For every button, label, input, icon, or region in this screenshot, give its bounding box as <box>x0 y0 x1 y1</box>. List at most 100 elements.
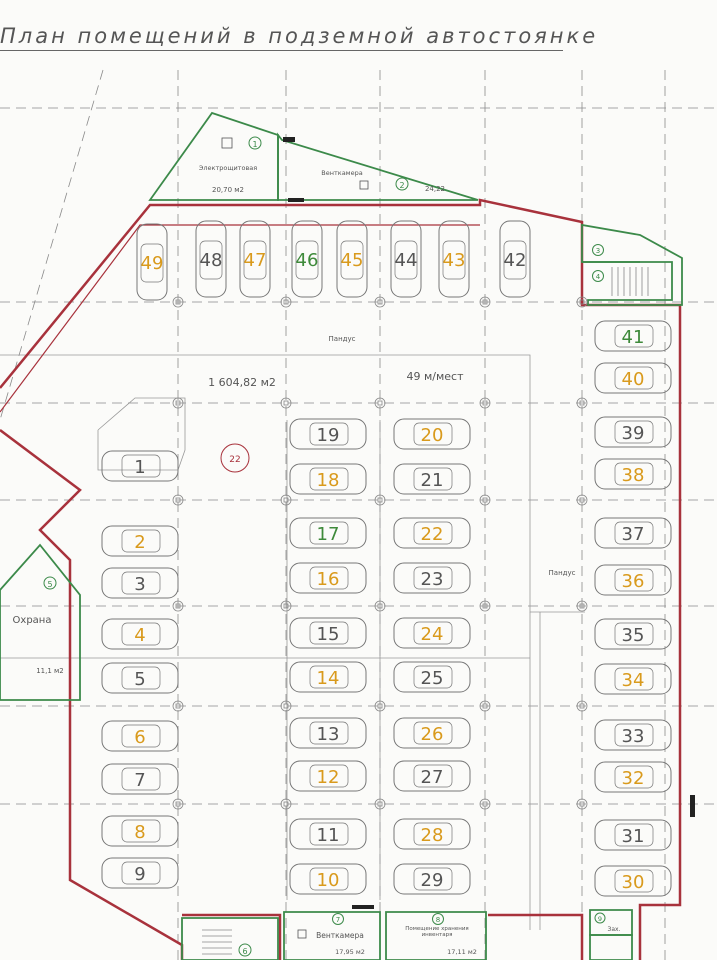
parking-space: 16 <box>289 562 367 594</box>
parking-space: 7 <box>101 763 179 795</box>
parking-space: 23 <box>393 562 471 594</box>
car-cabin <box>413 422 453 446</box>
column-core <box>283 801 289 807</box>
column-core <box>482 703 488 709</box>
plan-title: План помещений в подземной автостоянке <box>0 24 599 48</box>
parking-space-number: 13 <box>317 724 340 745</box>
car-outline <box>594 719 672 751</box>
car-outline <box>393 562 471 594</box>
room-8-area: 17,11 м2 <box>447 948 477 956</box>
column-marker <box>280 798 292 810</box>
column-core <box>377 801 383 807</box>
parking-space: 20 <box>393 418 471 450</box>
column-marker <box>374 494 386 506</box>
car-cabin <box>413 566 453 590</box>
car-cabin <box>413 521 453 545</box>
car-outline <box>393 760 471 792</box>
parking-space-number: 37 <box>622 524 645 545</box>
parking-space: 48 <box>195 220 227 298</box>
column-core <box>377 603 383 609</box>
room-labels: 1 Электрощитовая 20,70 м2 2 Венткамера 2… <box>13 136 621 957</box>
stairs <box>202 267 649 955</box>
parking-space-number: 45 <box>341 250 364 271</box>
parking-space: 42 <box>499 220 531 298</box>
car-outline <box>594 618 672 650</box>
column-core <box>175 400 181 406</box>
car-cabin <box>121 767 161 791</box>
column-marker <box>479 700 491 712</box>
parking-space: 29 <box>393 863 471 895</box>
car-cabin <box>309 467 349 491</box>
column-core <box>482 801 488 807</box>
column-core <box>579 603 585 609</box>
parking-space-number: 21 <box>421 470 444 491</box>
car-cabin <box>614 723 654 747</box>
car-outline <box>101 662 179 694</box>
car-cabin <box>121 529 161 553</box>
column-core <box>175 703 181 709</box>
parking-space-number: 5 <box>134 669 145 690</box>
car-cabin <box>309 566 349 590</box>
car-cabin <box>413 621 453 645</box>
parking-space: 44 <box>390 220 422 298</box>
car-cabin <box>614 622 654 646</box>
car-outline <box>594 819 672 851</box>
car-cabin <box>309 521 349 545</box>
column-core <box>283 400 289 406</box>
parking-space-number: 8 <box>134 822 145 843</box>
car-outline <box>594 761 672 793</box>
room-2-marker: 2 <box>399 181 404 190</box>
column-marker <box>172 700 184 712</box>
column-core <box>377 703 383 709</box>
column-marker <box>172 397 184 409</box>
parking-space-number: 11 <box>317 825 340 846</box>
parking-space-number: 9 <box>134 864 145 885</box>
car-cabin <box>413 764 453 788</box>
car-outline <box>393 863 471 895</box>
car-outline <box>499 220 531 298</box>
parking-space: 11 <box>289 818 367 850</box>
car-outline <box>101 720 179 752</box>
column-core <box>579 703 585 709</box>
room-8-label: Помещение хранения инвентаря <box>405 926 469 938</box>
parking-space-number: 18 <box>317 470 340 491</box>
room-7-marker: 7 <box>336 916 340 924</box>
car-outline <box>594 416 672 448</box>
parking-space: 28 <box>393 818 471 850</box>
parking-space-number: 26 <box>421 724 444 745</box>
column-marker <box>374 600 386 612</box>
parking-space-number: 2 <box>134 532 145 553</box>
car-cabin <box>614 667 654 691</box>
car-outline <box>289 863 367 895</box>
car-outline <box>289 562 367 594</box>
parking-space-number: 48 <box>200 250 223 271</box>
room-7-area: 17,95 м2 <box>335 948 365 956</box>
car-outline <box>101 567 179 599</box>
parking-space: 25 <box>393 661 471 693</box>
column-marker <box>172 798 184 810</box>
parking-space: 43 <box>438 220 470 298</box>
car-cabin <box>340 240 364 280</box>
car-outline <box>289 617 367 649</box>
parking-space: 3 <box>101 567 179 599</box>
column-core <box>175 299 181 305</box>
car-cabin <box>614 462 654 486</box>
car-outline <box>101 618 179 650</box>
car-cabin <box>199 240 223 280</box>
car-outline <box>101 815 179 847</box>
car-outline <box>336 220 368 298</box>
column-core <box>377 299 383 305</box>
parking-space-number: 34 <box>622 670 645 691</box>
parking-space-number: 15 <box>317 624 340 645</box>
column-marker <box>280 397 292 409</box>
column-core <box>482 497 488 503</box>
car-cabin <box>309 721 349 745</box>
parking-space: 6 <box>101 720 179 752</box>
parking-space-number: 27 <box>421 767 444 788</box>
car-outline <box>594 458 672 490</box>
car-cabin <box>413 822 453 846</box>
car-cabin <box>140 243 164 283</box>
parking-space-number: 39 <box>622 423 645 444</box>
room-1-marker: 1 <box>252 140 257 149</box>
parking-space: 31 <box>594 819 672 851</box>
